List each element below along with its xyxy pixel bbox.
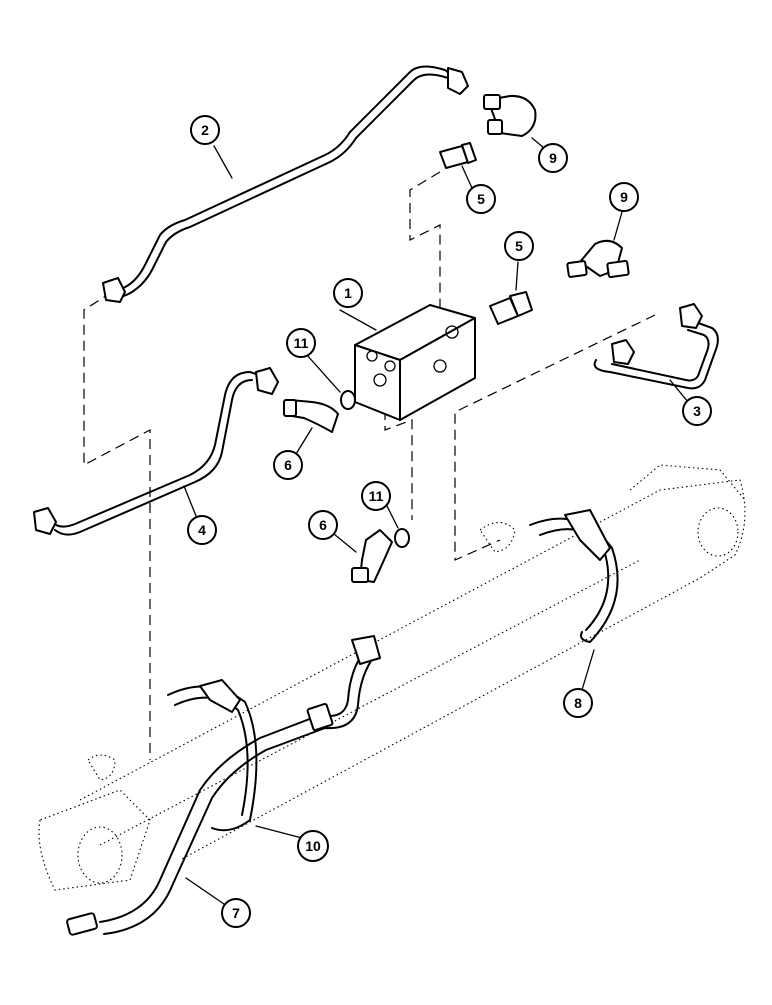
connector-part-5-middle bbox=[489, 291, 533, 325]
tee-fitting-part-9-right bbox=[566, 239, 630, 279]
alignment-lines bbox=[83, 171, 656, 760]
callout-9-right-label: 9 bbox=[620, 189, 628, 205]
o-ring-part-11-lower bbox=[394, 528, 410, 548]
hydraulic-cylinder bbox=[38, 464, 746, 891]
callout-8-label: 8 bbox=[574, 695, 582, 711]
callout-1-label: 1 bbox=[344, 285, 352, 301]
callout-5-middle-label: 5 bbox=[515, 238, 523, 254]
hose-part-7 bbox=[66, 635, 381, 936]
callout-11-upper-label: 11 bbox=[294, 335, 309, 351]
callout-11-lower: 11 bbox=[361, 481, 391, 511]
leader-lines bbox=[183, 137, 689, 905]
callout-11-lower-label: 11 bbox=[369, 488, 384, 504]
callout-6-upper: 6 bbox=[273, 450, 303, 480]
callout-10-label: 10 bbox=[305, 838, 321, 854]
callout-8: 8 bbox=[563, 688, 593, 718]
callout-7: 7 bbox=[221, 898, 251, 928]
callout-11-upper: 11 bbox=[286, 328, 316, 358]
manifold-block-part-1 bbox=[354, 304, 476, 421]
elbow-fitting-part-6-upper bbox=[283, 399, 339, 433]
callout-2-label: 2 bbox=[201, 122, 209, 138]
callout-9-right: 9 bbox=[609, 182, 639, 212]
callout-6-upper-label: 6 bbox=[284, 457, 292, 473]
tee-fitting-part-9-upper bbox=[483, 94, 537, 137]
connector-part-5-upper bbox=[439, 142, 477, 169]
tube-part-2 bbox=[102, 65, 469, 303]
tube-part-4 bbox=[33, 367, 279, 536]
callout-6-lower: 6 bbox=[308, 510, 338, 540]
hose-clamp-part-8 bbox=[529, 509, 619, 643]
u-tube-part-3 bbox=[593, 303, 719, 390]
callout-10: 10 bbox=[297, 830, 329, 862]
callout-3-label: 3 bbox=[693, 403, 701, 419]
o-ring-part-11-upper bbox=[340, 390, 356, 410]
callout-5-middle: 5 bbox=[504, 231, 534, 261]
hose-clamp-part-10 bbox=[167, 679, 258, 832]
callout-7-label: 7 bbox=[232, 905, 240, 921]
callout-5-upper: 5 bbox=[466, 184, 496, 214]
callout-9-upper: 9 bbox=[538, 143, 568, 173]
callout-3: 3 bbox=[682, 396, 712, 426]
callout-4-label: 4 bbox=[198, 522, 206, 538]
callout-1: 1 bbox=[333, 278, 363, 308]
callout-5-upper-label: 5 bbox=[477, 191, 485, 207]
callout-6-lower-label: 6 bbox=[319, 517, 327, 533]
elbow-fitting-part-6-lower bbox=[351, 529, 393, 583]
callout-9-upper-label: 9 bbox=[549, 150, 557, 166]
callout-4: 4 bbox=[187, 515, 217, 545]
callout-2: 2 bbox=[190, 115, 220, 145]
